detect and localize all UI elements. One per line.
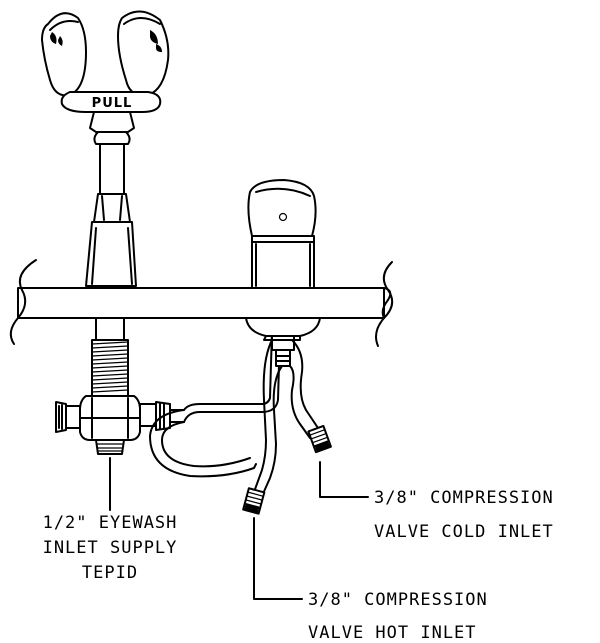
left-break-line: [9, 259, 37, 345]
eyewash-callout-line2: INLET SUPPLY: [43, 538, 178, 558]
hot-callout-line2: VALVE HOT INLET: [308, 623, 477, 643]
hot-leader: [253, 517, 303, 600]
cold-callout-line2: VALVE COLD INLET: [374, 522, 554, 542]
faucet-shank: [245, 317, 321, 367]
cold-callout: 3/8" COMPRESSION VALVE COLD INLET: [374, 488, 554, 542]
faucet-body: [247, 179, 317, 289]
supply-tubing: [149, 329, 281, 478]
eyewash-callout: 1/2" EYEWASH INLET SUPPLY TEPID: [43, 513, 178, 583]
faucet-handle: [247, 179, 317, 237]
eyewash-heads: PULL: [41, 10, 170, 113]
pull-handle: [60, 91, 162, 113]
deck-plate: [17, 287, 385, 319]
eyewash-callout-line1: 1/2" EYEWASH: [43, 513, 178, 533]
right-break-line: [375, 261, 394, 347]
deck: [9, 259, 394, 347]
pull-label: PULL: [92, 96, 133, 111]
faucet-index-dot: [278, 212, 288, 222]
cold-callout-line1: 3/8" COMPRESSION: [374, 488, 554, 508]
eyewash-inlet-nipple: [95, 439, 125, 455]
cold-leader: [319, 461, 369, 498]
tubing-loop: [149, 409, 257, 478]
eyewash-shank: [91, 317, 129, 397]
hot-callout-line1: 3/8" COMPRESSION: [308, 590, 488, 610]
cold-supply-tube: [289, 339, 332, 454]
eyewash-callout-line3: TEPID: [82, 563, 138, 583]
eyewash-riser: [85, 111, 137, 287]
hot-supply-tube: [242, 339, 283, 515]
hot-callout: 3/8" COMPRESSION VALVE HOT INLET: [308, 590, 488, 643]
leader-lines: [109, 457, 369, 600]
left-eyewash-head: [41, 12, 87, 97]
faucet-spindle-housing: [251, 241, 315, 289]
